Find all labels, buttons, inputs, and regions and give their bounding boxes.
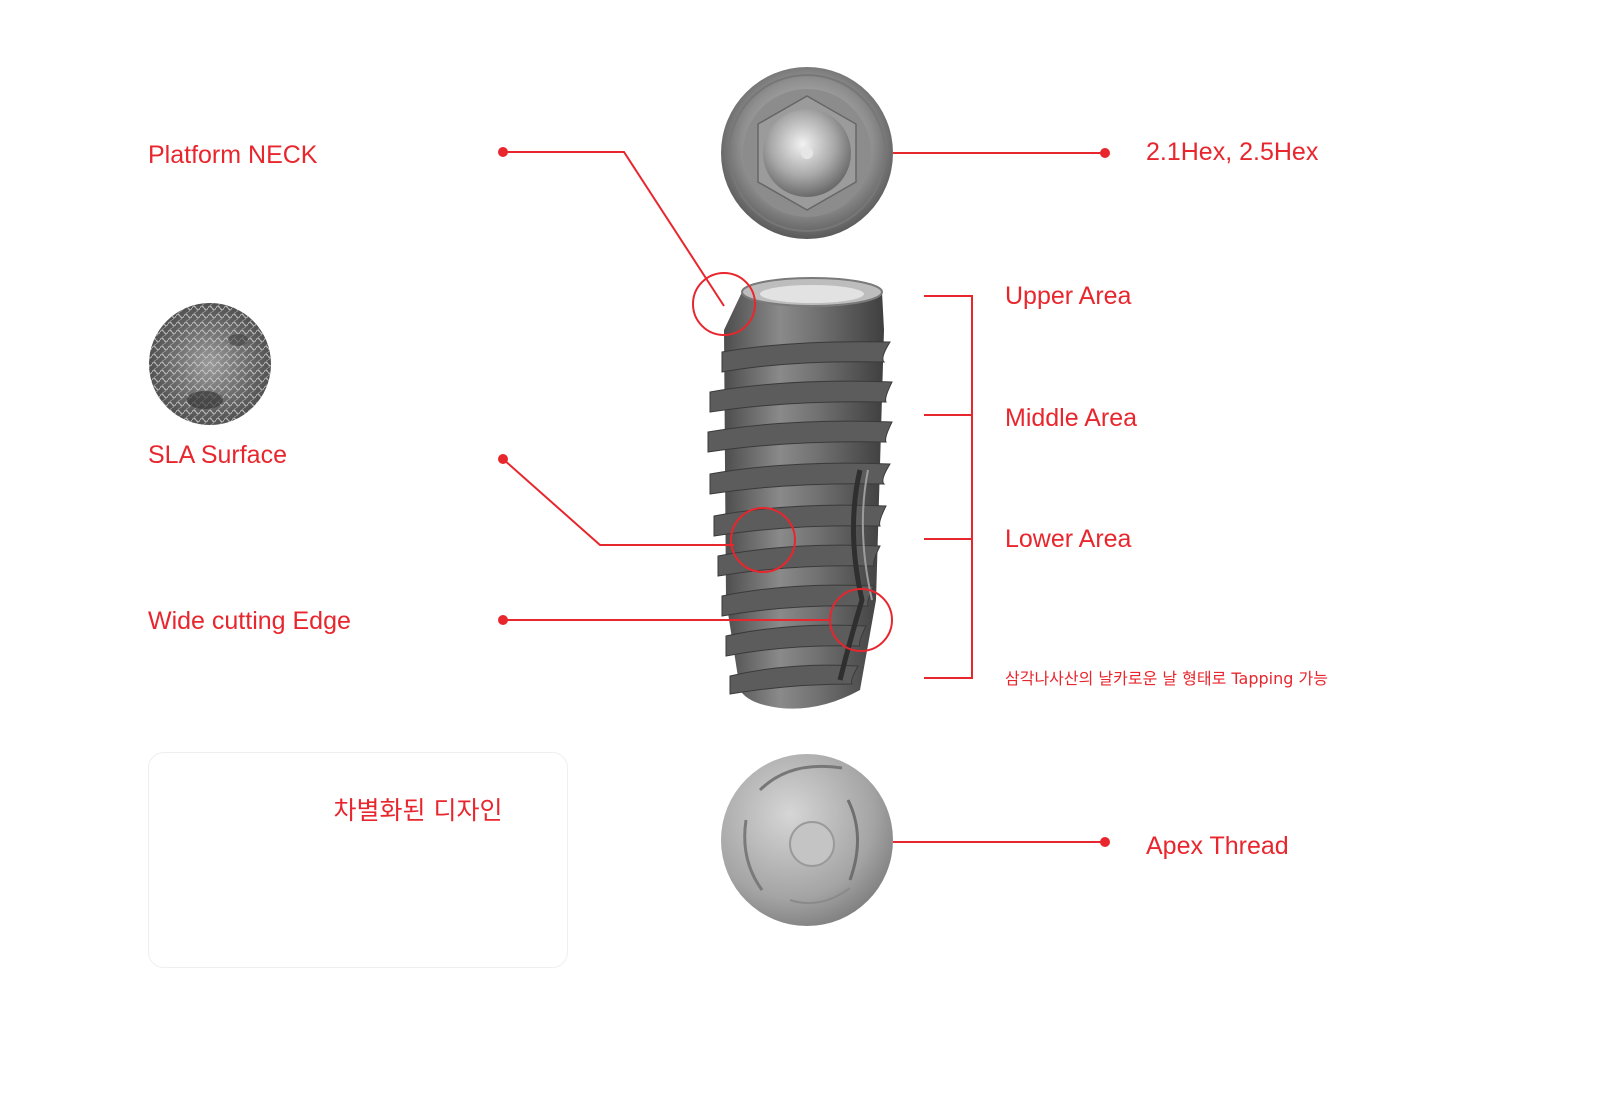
- leader-sla-surface: [498, 454, 796, 573]
- label-tapping-note: 삼각나사산의 날카로운 날 형태로 Tapping 가능: [1005, 669, 1328, 688]
- label-platform-neck: Platform NECK: [148, 141, 318, 169]
- leader-platform-neck: [498, 147, 756, 336]
- feature-card-title: 차별화된 디자인: [333, 796, 503, 825]
- leader-hex: [893, 148, 1110, 158]
- label-wide-cutting-edge: Wide cutting Edge: [148, 607, 351, 635]
- label-upper-area: Upper Area: [1005, 282, 1132, 310]
- area-bracket: [924, 295, 973, 679]
- sla-surface-icon: [149, 303, 271, 425]
- implant-apex-view-icon: [721, 754, 893, 926]
- implant-top-view-icon: [721, 67, 893, 239]
- label-lower-area: Lower Area: [1005, 525, 1132, 553]
- feature-card: 차별화된 디자인: [148, 752, 568, 968]
- label-hex: 2.1Hex, 2.5Hex: [1146, 138, 1319, 166]
- label-sla-surface: SLA Surface: [148, 441, 287, 469]
- leader-apex-thread: [893, 837, 1110, 847]
- label-apex-thread: Apex Thread: [1146, 832, 1289, 860]
- leader-wide-cutting-edge: [498, 588, 893, 652]
- implant-body-icon: [707, 277, 893, 709]
- label-middle-area: Middle Area: [1005, 404, 1138, 432]
